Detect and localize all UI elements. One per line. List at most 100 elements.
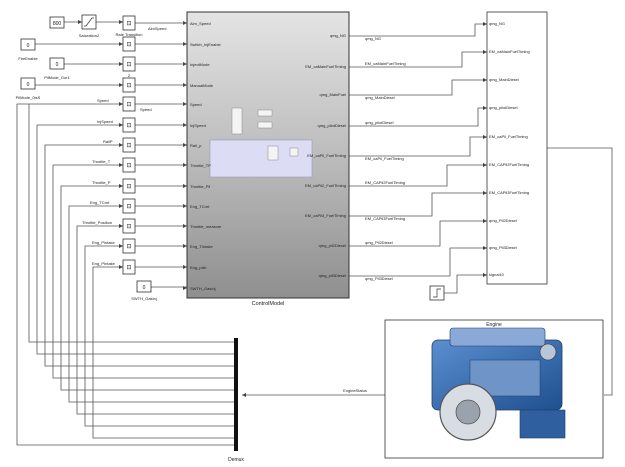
signal-label: EM_caPil_FuelTiming — [365, 156, 404, 161]
rate-transition-icon: ⊡ — [126, 62, 131, 68]
aim-speed-label: AimSpeed — [148, 26, 166, 31]
control-model-output-port: qmg_pil3Diesel — [319, 273, 346, 278]
engine-bus-input-port: EM_CAPil3FuelTiming — [489, 190, 529, 195]
control-model-input-port: Eng_TIntake — [190, 244, 213, 249]
arrow-head — [119, 20, 123, 24]
inner-preview-panel — [210, 140, 312, 177]
control-model-input-port: Aim_Speed — [190, 21, 211, 26]
arrow-head — [483, 163, 487, 167]
engine-status-label: EngineStatus — [343, 388, 367, 393]
arrow-head — [483, 219, 487, 223]
speed-goto-label: Speed — [140, 107, 152, 112]
arrow-head — [119, 143, 123, 147]
feedback-signal-label: Throttle_P — [92, 180, 111, 185]
inner-preview-block — [290, 148, 298, 156]
swth-label: SWTH_GasInj — [131, 296, 157, 301]
rate-transition-icon: ⊡ — [126, 184, 131, 190]
inner-preview-mux — [232, 108, 242, 134]
control-model-input-port: InjSpeed — [190, 123, 206, 128]
control-model-input-port: Eng_TCrnt — [190, 204, 210, 209]
control-model-input-port: InjectMode — [190, 62, 210, 67]
rate-transition-icon: ⊡ — [126, 143, 131, 149]
gain-label: 2 — [128, 73, 131, 78]
feedback-signal-label: Eng_TCrnt — [90, 200, 110, 205]
pilmode-gor-label: PilMode_Gor1 — [44, 75, 70, 80]
rate-transition-icon: ⊡ — [126, 224, 131, 230]
fire-enable-label: FireEnable — [18, 56, 38, 61]
arrow-head — [119, 204, 123, 208]
rate-transition-icon: ⊡ — [126, 265, 131, 271]
signal-label: qmg_pilotDiesel — [365, 120, 394, 125]
signal-label: EM_CAPil2FuelTiming — [365, 180, 405, 185]
saturation-label: Saturation2 — [79, 33, 100, 38]
arrow-head — [483, 273, 487, 277]
feedback-signal-label: InjSpeed — [97, 119, 113, 124]
engine-turbo — [540, 344, 556, 360]
control-model-label: ControlModel — [252, 301, 285, 307]
fire-enable-value: 0 — [27, 43, 30, 49]
feedback-signal-label: Speed — [97, 98, 109, 103]
arrow-head — [119, 265, 123, 269]
control-model-output-port: qmg_pil2Diesel — [319, 243, 346, 248]
control-model-output-port: qmg_MainFuel — [320, 92, 347, 97]
signal-line — [349, 80, 487, 95]
arrow-head — [119, 83, 123, 87]
signal-label: EM_CAPil3FuelTiming — [365, 216, 405, 221]
feedback-signal-label: Eng_PIntake — [92, 261, 116, 266]
engine-bus-input-port: EM_caPil_FuelTiming — [489, 134, 528, 139]
control-model-output-port: EM_caPil3_FuelTiming — [305, 213, 346, 218]
rate-transition-icon: ⊡ — [126, 163, 131, 169]
signal-line — [349, 24, 487, 36]
control-model-input-port: SWTH_GasInj — [190, 286, 216, 291]
control-model-output-port: qmg_pilotDiesel — [318, 123, 347, 128]
engine-bus-input-port: qmg_Pil2Diesel — [489, 218, 517, 223]
arrow-head — [119, 62, 123, 66]
demux-block[interactable] — [234, 338, 238, 451]
engine-bus-input-port: qmg_MainDiesel — [489, 77, 519, 82]
arrow-head — [119, 123, 123, 127]
feedback-signal-label: Throttle_Position — [82, 220, 112, 225]
engine-bus-input-port: qmg_NG — [489, 21, 505, 26]
signal-line — [444, 275, 487, 293]
rate-transition-icon: ⊡ — [126, 21, 131, 27]
signal-line — [349, 193, 487, 216]
engine-head — [450, 328, 545, 346]
control-model-input-port: Rail_p — [190, 143, 202, 148]
rate-transition-icon: ⊡ — [126, 42, 131, 48]
rate-transition-icon: ⊡ — [126, 102, 131, 108]
arrow-head — [119, 184, 123, 188]
control-model-input-port: Switch_InjEnable — [190, 42, 221, 47]
feedback-signal-label: Eng_Pintake — [92, 240, 115, 245]
arrow-head — [119, 224, 123, 228]
arrow-head — [483, 50, 487, 54]
demux-label: Demux — [228, 457, 244, 463]
arrow-head — [483, 246, 487, 250]
const-800-value: 800 — [53, 21, 62, 27]
engine-bus-input-port: qmg_Pil3Diesel — [489, 245, 517, 250]
control-model-output-port: EM_caPil_FuelTiming — [307, 153, 346, 158]
signal-label: qmg_Pil3Diesel — [365, 276, 393, 281]
control-model-output-port: EM_caPil2_FuelTiming — [305, 183, 346, 188]
engine-title: Engine — [486, 322, 502, 328]
control-model-input-port: Throttle_Pll — [190, 184, 210, 189]
arrow-head — [483, 106, 487, 110]
arrow-head — [483, 78, 487, 82]
arrow-head — [242, 393, 246, 397]
signal-label: EM_caMainFuelTiming — [365, 61, 406, 66]
arrow-head — [78, 20, 82, 24]
arrow-head — [483, 135, 487, 139]
arrow-head — [119, 244, 123, 248]
control-model-input-port: ManualMode — [190, 83, 214, 88]
engine-bus-input-port: EM_CAPil2FuelTiming — [489, 162, 529, 167]
engine-bus-input-port: EM_caMainFuelTiming — [489, 49, 530, 54]
engine-base — [520, 410, 565, 438]
rate-transition-icon: ⊡ — [126, 83, 131, 89]
inner-preview-block — [258, 110, 272, 116]
signal-line — [349, 248, 487, 276]
arrow-head — [119, 163, 123, 167]
signal-label: qmg_NG — [365, 36, 381, 41]
engine-bus-input-port: signal10 — [489, 272, 505, 277]
control-model-input-port: Eng_pAir — [190, 265, 207, 270]
control-model-input-port: Speed — [190, 102, 202, 107]
inner-preview-block — [258, 122, 272, 128]
